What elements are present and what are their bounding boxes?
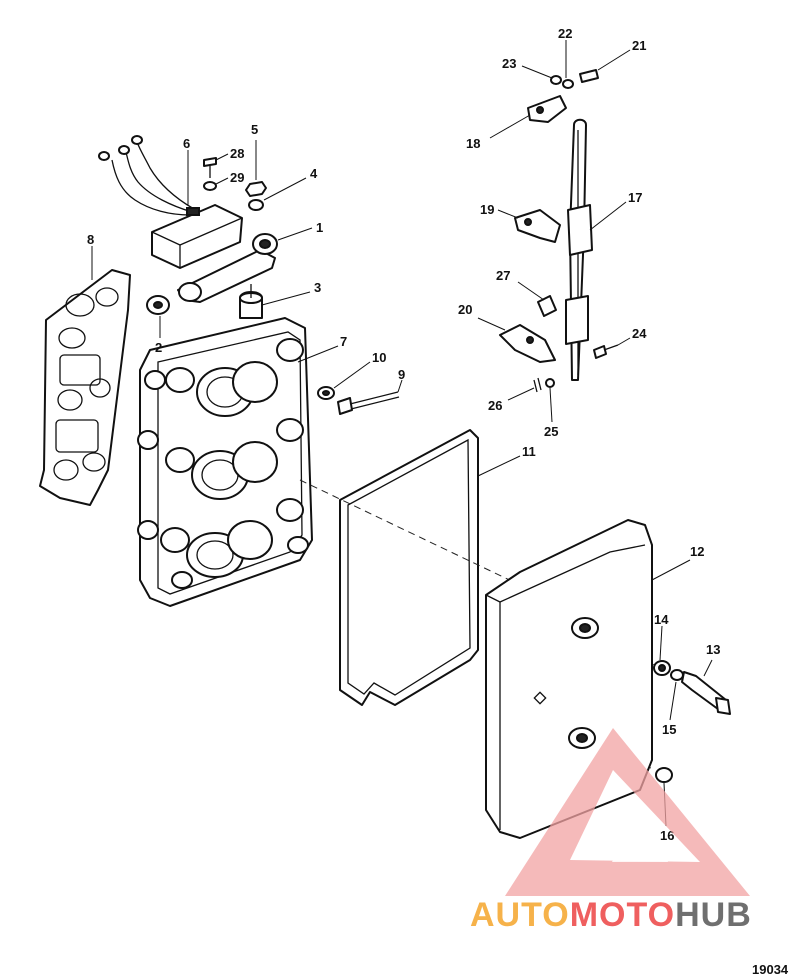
- callout-9: 9: [398, 367, 405, 382]
- watermark-triangle-inner: [612, 805, 668, 862]
- callout-14: 14: [654, 612, 669, 627]
- callout-21: 21: [632, 38, 646, 53]
- mounting-bracket-part: [146, 233, 278, 315]
- watermark-text: AUTOMOTOHUB: [470, 896, 752, 934]
- fastener-set-top: [203, 157, 267, 211]
- callout-5: 5: [251, 122, 258, 137]
- callout-labels: 1 2 3 4 5 6 7 8 9 10 11 12 13 14 15 16 1…: [87, 26, 720, 843]
- automotohub-watermark: AUTOMOTOHUB: [470, 728, 752, 934]
- callout-12: 12: [690, 544, 704, 559]
- throttle-linkage-parts: [499, 69, 619, 393]
- callout-22: 22: [558, 26, 572, 41]
- callout-26: 26: [488, 398, 502, 413]
- callout-24: 24: [632, 326, 647, 341]
- leader-lines: [91, 40, 713, 827]
- callout-17: 17: [628, 190, 642, 205]
- callout-20: 20: [458, 302, 472, 317]
- callout-11: 11: [522, 444, 536, 459]
- cover-seal-part: [339, 429, 479, 706]
- callout-6: 6: [183, 136, 190, 151]
- watermark-triangle-logo: [505, 728, 750, 896]
- callout-27: 27: [496, 268, 510, 283]
- gasket-part: [39, 269, 131, 506]
- callout-15: 15: [662, 722, 676, 737]
- fastener-set-plate: [317, 386, 400, 415]
- adaptor-plate-part: [137, 284, 313, 607]
- watermark-moto: MOTO: [570, 896, 675, 934]
- callout-4: 4: [310, 166, 318, 181]
- callout-3: 3: [314, 280, 321, 295]
- callout-18: 18: [466, 136, 480, 151]
- callout-29: 29: [230, 170, 244, 185]
- callout-25: 25: [544, 424, 558, 439]
- watermark-auto: AUTO: [470, 896, 570, 934]
- callout-8: 8: [87, 232, 94, 247]
- callout-19: 19: [480, 202, 494, 217]
- callout-2: 2: [155, 340, 162, 355]
- fastener-set-cover: [653, 660, 731, 783]
- callout-10: 10: [372, 350, 386, 365]
- callout-1: 1: [316, 220, 323, 235]
- watermark-hub: HUB: [675, 896, 752, 934]
- callout-7: 7: [340, 334, 347, 349]
- callout-28: 28: [230, 146, 244, 161]
- alignment-line: [299, 479, 521, 586]
- figure-number: 19034: [752, 962, 789, 977]
- callout-23: 23: [502, 56, 516, 71]
- electrical-module-part: [98, 135, 243, 269]
- callout-13: 13: [706, 642, 720, 657]
- callout-16: 16: [660, 828, 674, 843]
- silencer-cover-part: [485, 519, 653, 839]
